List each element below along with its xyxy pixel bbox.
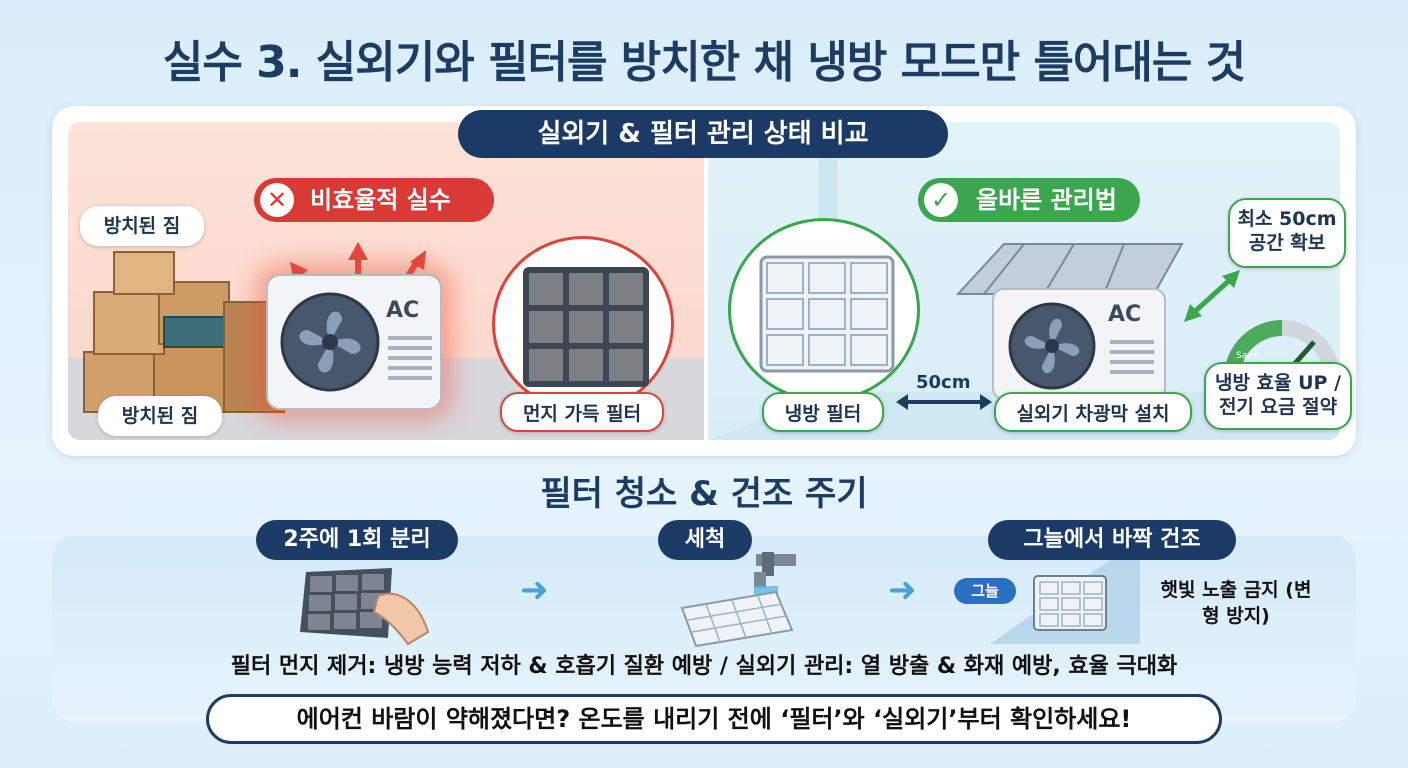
- vent-lines: [388, 336, 432, 340]
- filter-removal-illustration: [300, 568, 430, 646]
- summary-text: 필터 먼지 제거: 냉방 능력 저하 & 호흡기 질환 예방 / 실외기 관리:…: [230, 654, 1178, 679]
- sun-warning: 햇빛 노출 금지 (변형 방지): [1160, 579, 1312, 627]
- vent-lines: [1110, 340, 1154, 344]
- sunshade-label: 실외기 차광막 설치: [994, 392, 1192, 432]
- ac-label: AC: [1108, 302, 1142, 327]
- distance-arrow-icon: [896, 394, 992, 410]
- arrow-right-icon: ➜: [520, 570, 549, 610]
- space-arrow-icon: [1184, 270, 1240, 322]
- x-icon: ✕: [260, 183, 294, 217]
- bad-badge-label: 비효율적 실수: [310, 186, 451, 214]
- fan-icon: [1008, 302, 1096, 390]
- cycle-title: 필터 청소 & 건조 주기: [540, 474, 868, 514]
- fan-icon: [280, 292, 380, 392]
- step-2-label: 세척: [658, 520, 752, 560]
- outdoor-unit-good: AC: [992, 288, 1166, 400]
- luggage-label-top: 방치된 짐: [80, 206, 204, 246]
- shade-drying-illustration: [990, 560, 1140, 644]
- good-practice-badge: ✓ 올바른 관리법: [918, 178, 1140, 222]
- dirty-filter-bubble: [492, 236, 674, 412]
- space-note: 최소 50cm 공간 확보: [1228, 198, 1346, 268]
- luggage-label-bottom: 방치된 짐: [98, 396, 222, 436]
- step-1-label: 2주에 1회 분리: [256, 520, 458, 560]
- check-icon: ✓: [924, 183, 958, 217]
- call-to-action: 에어컨 바람이 약해졌다면? 온도를 내리기 전에 ‘필터’와 ‘실외기’부터 …: [206, 694, 1222, 744]
- page-title: 실수 3. 실외기와 필터를 방치한 채 냉방 모드만 틀어대는 것: [162, 37, 1246, 88]
- efficiency-note: 냉방 효율 UP / 전기 요금 절약: [1204, 362, 1352, 430]
- bad-practice-pane: AC: [68, 122, 704, 440]
- bad-practice-badge: ✕ 비효율적 실수: [254, 178, 494, 222]
- shade-tag: 그늘: [954, 578, 1016, 604]
- clean-filter-bubble: [728, 218, 920, 402]
- clean-filter-label: 냉방 필터: [762, 392, 884, 432]
- arrow-right-icon: ➜: [888, 570, 917, 610]
- distance-label: 50cm: [916, 372, 971, 393]
- dirty-filter-label: 먼지 가득 필터: [500, 392, 664, 432]
- clean-filter-icon: [759, 255, 895, 373]
- dirty-filter-icon: [523, 267, 649, 387]
- sunshade-roof: [955, 243, 1184, 295]
- step-3-label: 그늘에서 바짝 건조: [988, 520, 1236, 560]
- comparison-title: 실외기 & 필터 관리 상태 비교: [458, 110, 948, 158]
- ac-label: AC: [386, 298, 420, 323]
- outdoor-unit-bad: AC: [266, 274, 442, 410]
- good-badge-label: 올바른 관리법: [976, 186, 1117, 214]
- washing-illustration: [680, 552, 796, 648]
- gauge-save-text: Save: [1236, 351, 1259, 361]
